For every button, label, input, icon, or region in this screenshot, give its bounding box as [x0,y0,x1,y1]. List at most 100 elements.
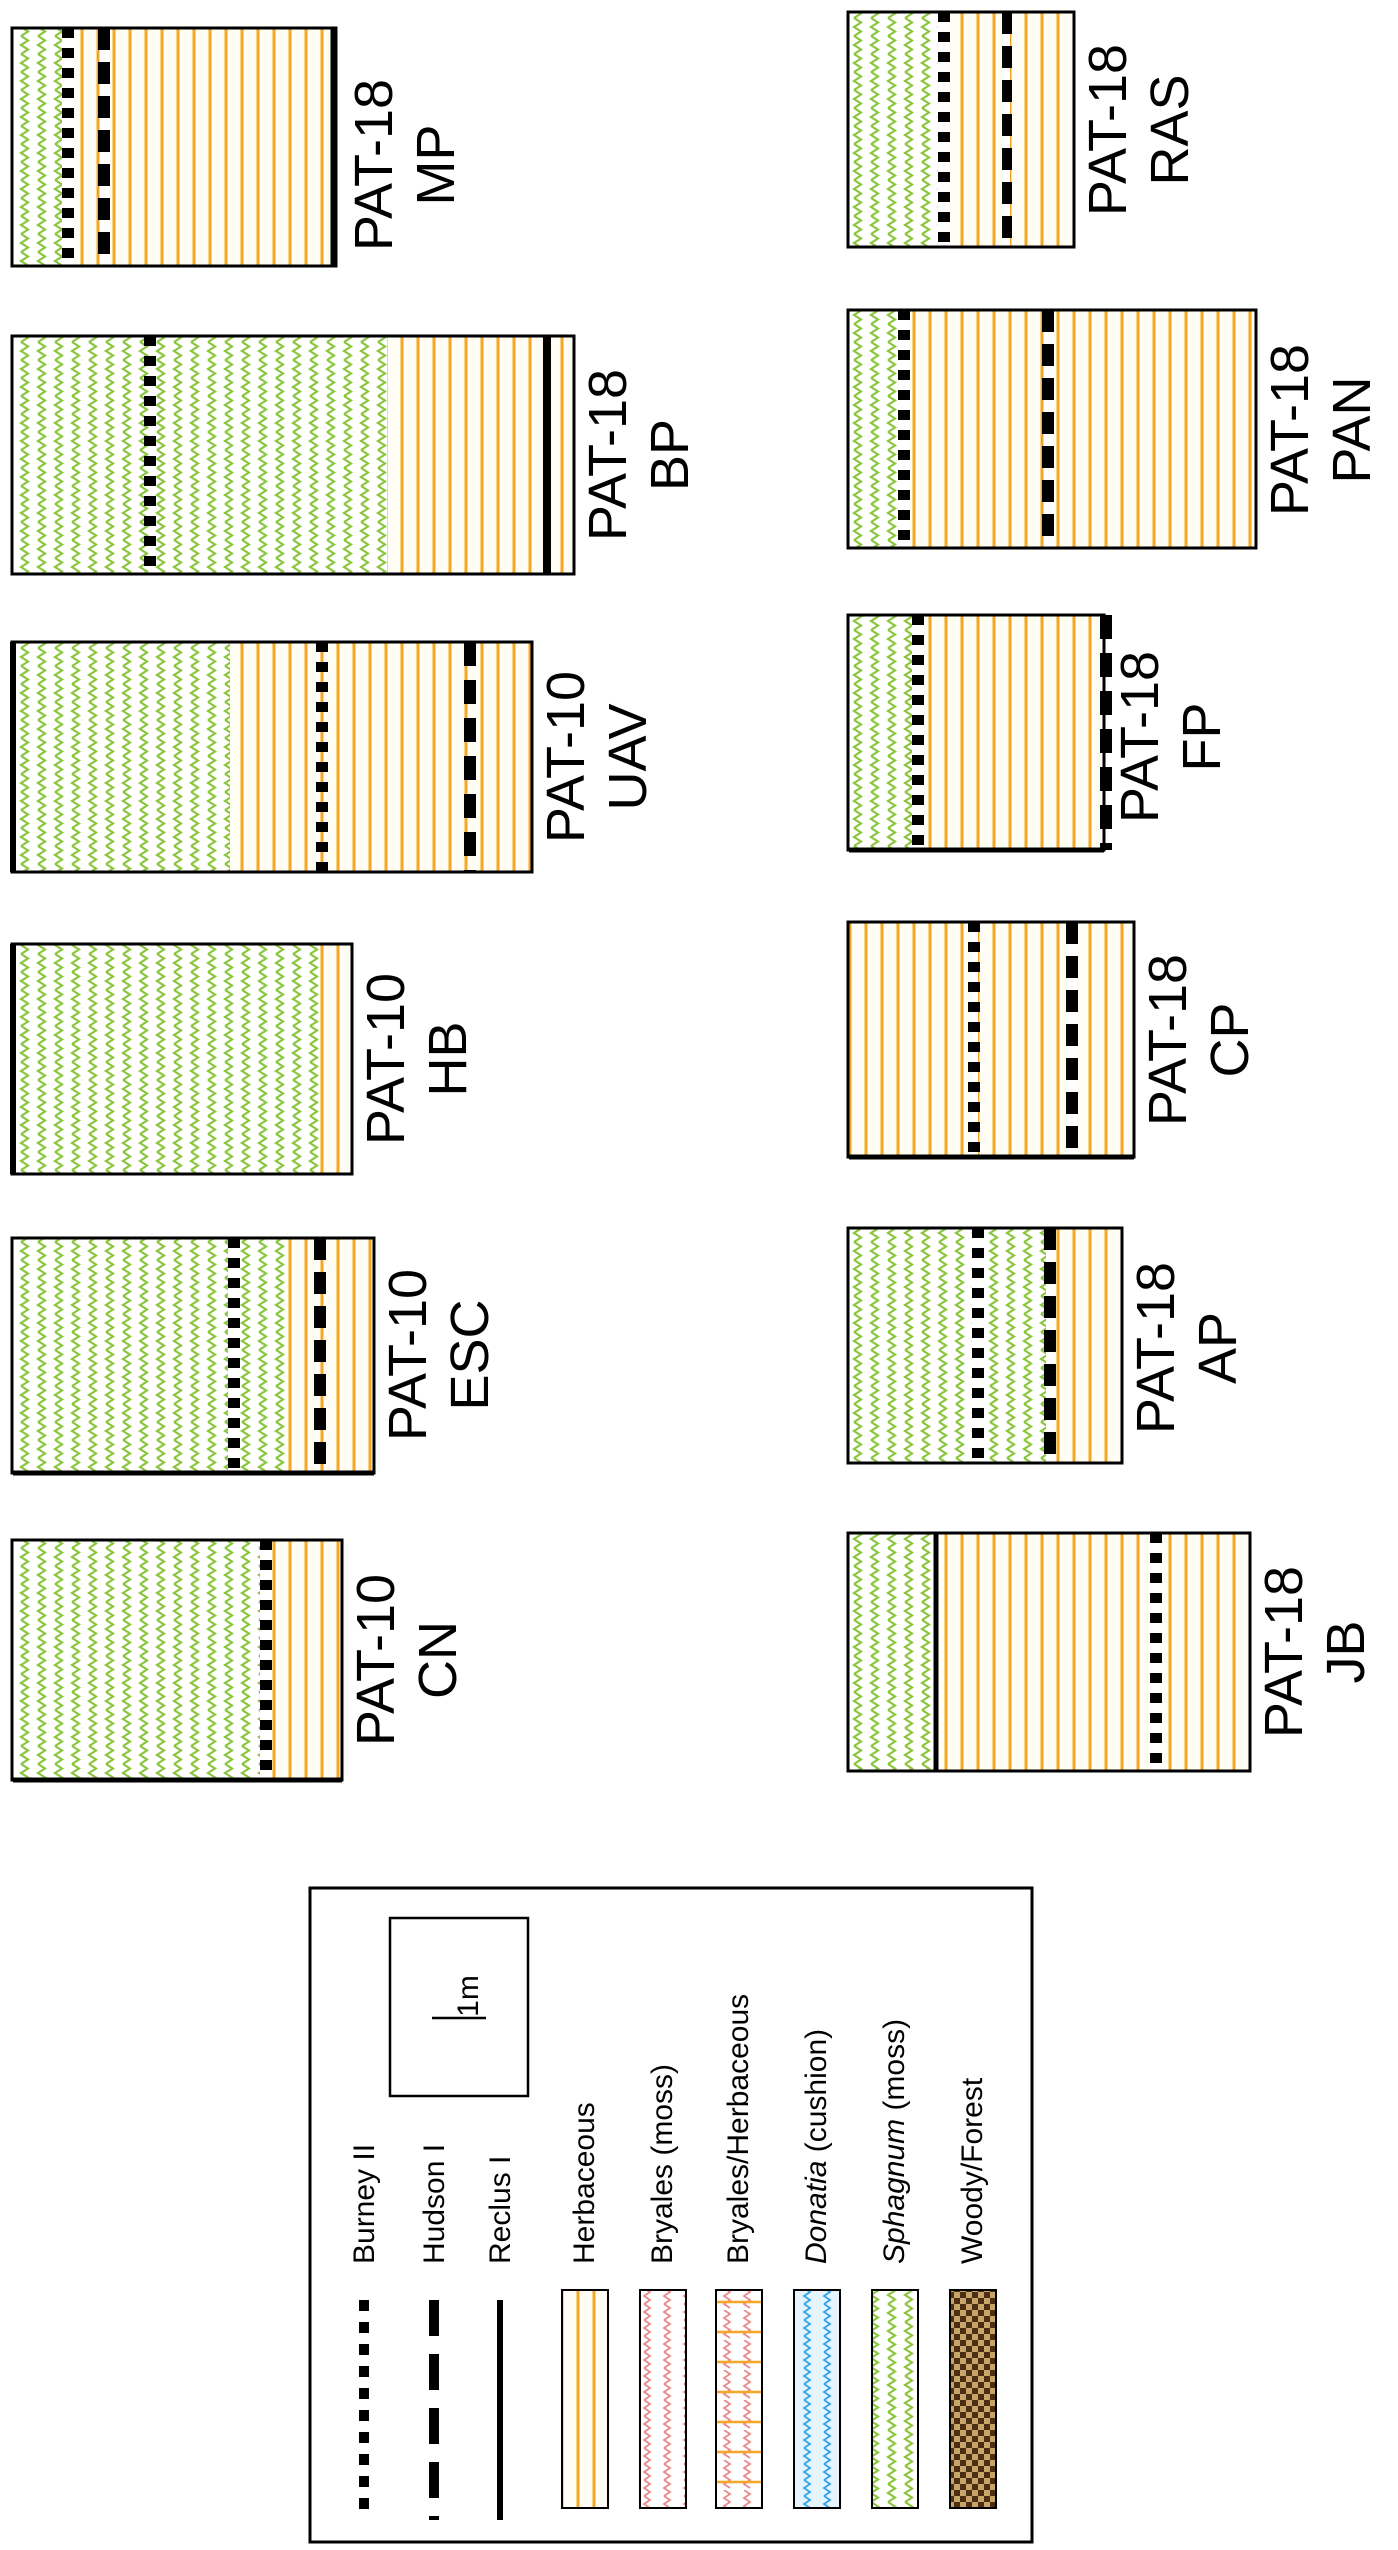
core-code: PAT-10 [356,973,416,1145]
core-site: HB [418,1021,478,1096]
core-pat18-pan-sphagnum [848,310,898,548]
core-site: PAN [1322,376,1382,483]
core-pat10-hb-herbaceous [320,944,352,1174]
legend-herbaceous-label: Herbaceous [568,2102,601,2264]
core-code: PAT-10 [346,1574,406,1746]
core-pat18-mp-sphagnum [12,28,62,266]
legend-herbaceous-swatch [561,2289,609,2509]
core-site: JB [1316,1620,1376,1683]
core-pat10-uav [10,640,534,874]
core-pat18-pan [846,308,1258,550]
core-pat18-ap-outline [846,1226,1124,1465]
core-site: AP [1188,1312,1248,1384]
legend-donatia-swatch [793,2289,841,2509]
core-pat18-bp-sphagnum [12,336,387,574]
legend-reclus-i-label: Reclus I [484,2156,517,2264]
core-pat18-bp-herbaceous [387,336,552,574]
core-site: MP [406,125,466,206]
core-pat18-pan-herbaceous [910,310,1044,548]
legend-donatia-rest: (cushion) [800,2029,833,2161]
core-pat18-ap-herbaceous [1054,1228,1122,1463]
core-pat18-ap [846,1226,1124,1465]
scale-label: 1m [452,1975,485,2017]
core-site: ESC [440,1299,500,1410]
legend-sphagnum-rest: (moss) [878,2019,911,2119]
core-code: PAT-18 [1254,1566,1314,1738]
core-label-pat10-esc: PAT-10 ESC [378,1269,500,1441]
core-label-pat10-hb: PAT-10 HB [356,973,478,1145]
core-code: PAT-18 [1138,954,1198,1126]
core-pat18-mp-herbaceous-2 [108,28,334,266]
core-pat10-uav-sphagnum [12,642,230,872]
core-label-pat18-jb: PAT-18 JB [1254,1566,1376,1738]
legend: 1m Burney II Hudson I Reclus I Herbaceou… [308,1886,1034,2544]
core-pat18-jb-herbaceous [936,1533,1150,1771]
core-pat18-bp [10,334,576,576]
core-pat18-ras [846,10,1076,249]
legend-hudson-i-label: Hudson I [418,2144,451,2264]
core-pat18-jb-sphagnum [848,1533,936,1771]
core-pat18-ap-sphagnum-2 [984,1228,1046,1463]
core-pat10-cn [10,1538,344,1783]
core-label-pat10-cn: PAT-10 CN [346,1574,468,1746]
core-label-pat18-fp: PAT-18 FP [1110,651,1232,823]
core-code: PAT-10 [536,671,596,843]
core-pat18-ap-sphagnum [848,1228,972,1463]
core-pat18-jb [846,1531,1252,1773]
core-pat18-pan-herbaceous-2 [1052,310,1256,548]
core-label-pat18-pan: PAT-18 PAN [1260,344,1382,516]
core-label-pat18-ap: PAT-18 AP [1126,1262,1248,1434]
core-code: PAT-18 [1110,651,1170,823]
core-pat18-bp-herbaceous-2 [552,336,574,574]
core-pat18-jb-herbaceous-2 [1162,1533,1250,1771]
core-site: CN [408,1621,468,1699]
legend-bryales-label: Bryales (moss) [646,2064,679,2264]
core-pat18-bp-outline [10,334,576,576]
core-pat18-jb-outline [846,1531,1252,1773]
core-pat18-cp-herbaceous-2 [978,922,1068,1157]
core-pat18-cp-herbaceous [848,922,970,1157]
legend-sphagnum-italic: Sphagnum [878,2119,911,2264]
core-pat18-mp [10,26,338,268]
core-pat18-ras-herbaceous-2 [1010,12,1074,247]
core-pat10-cn-sphagnum [12,1540,260,1780]
core-pat10-esc-herbaceous [286,1238,374,1473]
core-pat10-uav-herbaceous [230,642,532,872]
legend-bryales-swatch [639,2289,687,2509]
core-site: CP [1200,1002,1260,1077]
core-pat18-fp-sphagnum [848,615,912,850]
scale-box [388,1916,530,2098]
legend-donatia-label: Donatia (cushion) [800,2029,833,2264]
core-pat10-cn-herbaceous [272,1540,342,1780]
core-label-pat18-bp: PAT-18 BP [578,369,700,541]
legend-donatia-italic: Donatia [800,2161,833,2264]
legend-woody-forest-swatch [949,2289,997,2509]
core-code: PAT-10 [378,1269,438,1441]
core-pat18-ras-outline [846,10,1076,249]
core-pat18-cp-herbaceous-3 [1076,922,1134,1157]
core-pat10-hb-sphagnum [12,944,320,1174]
legend-burney-ii-label: Burney II [348,2144,381,2264]
legend-bryales-herbaceous-label: Bryales/Herbaceous [722,1994,755,2264]
legend-bryales-herbaceous-swatch [715,2289,763,2509]
core-code: PAT-18 [1260,344,1320,516]
core-pat18-ras-sphagnum [848,12,938,247]
legend-sphagnum-label: Sphagnum (moss) [878,2019,911,2264]
core-label-pat10-uav: PAT-10 UAV [536,671,658,843]
core-pat18-fp-herbaceous [924,615,1104,850]
core-site: FP [1172,702,1232,771]
core-pat18-ras-herbaceous [950,12,1004,247]
core-code: PAT-18 [344,79,404,251]
core-code: PAT-18 [578,369,638,541]
core-pat10-esc-sphagnum-2 [240,1238,286,1473]
core-site: BP [640,419,700,491]
core-pat10-hb [10,942,354,1176]
core-pat18-fp [846,613,1112,853]
core-site: UAV [598,703,658,810]
core-code: PAT-18 [1126,1262,1186,1434]
core-label-pat18-mp: PAT-18 MP [344,79,466,251]
core-label-pat18-ras: PAT-18 RAS [1078,44,1200,216]
legend-woody-forest-label: Woody/Forest [956,2077,989,2264]
core-site: RAS [1140,74,1200,185]
